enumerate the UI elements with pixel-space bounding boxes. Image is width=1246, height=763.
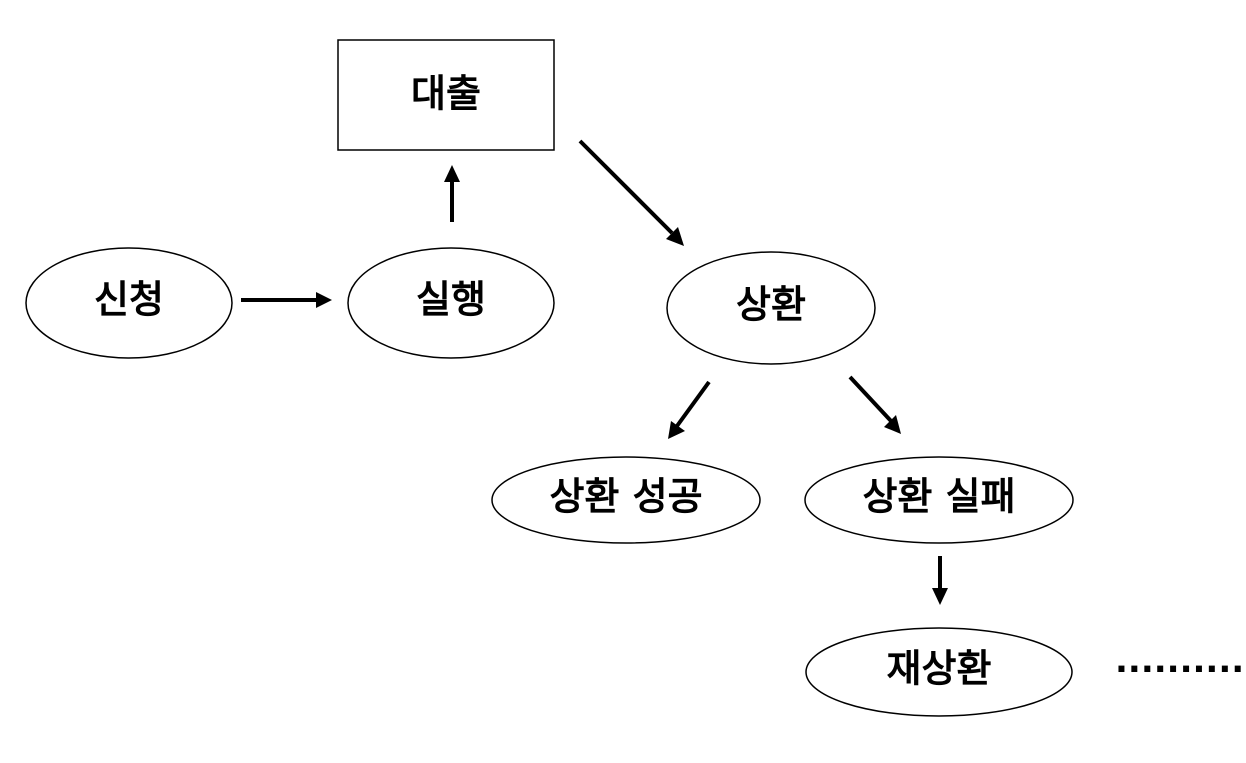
continuation-ellipsis: .......... bbox=[1115, 641, 1244, 681]
repay-label: 상환 bbox=[736, 283, 806, 327]
repay-fail-label: 상환 실패 bbox=[862, 475, 1015, 519]
apply-label: 신청 bbox=[94, 278, 164, 322]
loan-node: 대출 bbox=[337, 39, 555, 151]
arrow-repay-to-success bbox=[668, 380, 711, 439]
re-repay-node: 재상환 bbox=[805, 627, 1073, 717]
arrow-execute-to-loan bbox=[444, 165, 460, 222]
execute-node: 실행 bbox=[347, 247, 555, 359]
arrow-loan-to-repay bbox=[578, 139, 684, 246]
re-repay-label: 재상환 bbox=[887, 647, 992, 691]
repay-node: 상환 bbox=[666, 251, 876, 365]
repay-success-label: 상환 성공 bbox=[549, 475, 702, 519]
arrow-fail-to-re-repay bbox=[932, 556, 948, 605]
repay-fail-node: 상환 실패 bbox=[804, 456, 1074, 544]
arrow-apply-to-execute bbox=[241, 292, 332, 308]
execute-label: 실행 bbox=[416, 278, 486, 322]
arrow-repay-to-fail bbox=[848, 375, 901, 434]
repay-success-node: 상환 성공 bbox=[491, 456, 761, 544]
apply-node: 신청 bbox=[25, 247, 233, 359]
loan-label: 대출 bbox=[411, 72, 481, 116]
